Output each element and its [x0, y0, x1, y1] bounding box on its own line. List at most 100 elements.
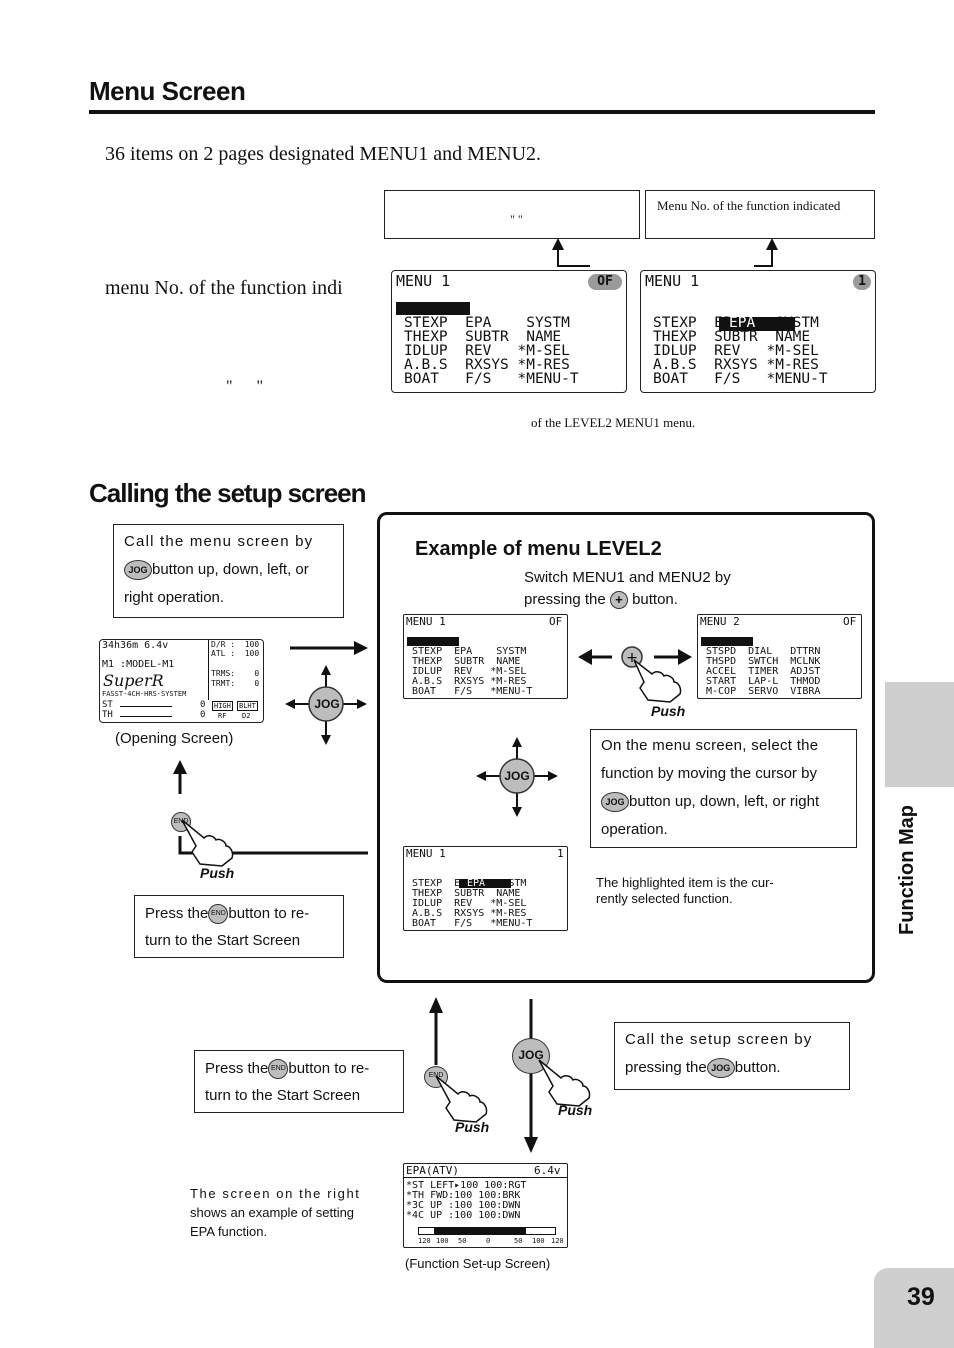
- callout-box-left: " ": [384, 190, 640, 239]
- lcd-cursor-bar: [396, 302, 470, 315]
- lcd-row: IDLUP REV *M-SEL: [412, 666, 527, 677]
- select-line1: On the menu screen, select the: [601, 737, 819, 754]
- lcd-example-selected: MENU 1 1 STEXP EPA SYSTM THEXP SUBTR NAM…: [403, 846, 568, 931]
- call-setup-line2a: pressing the: [625, 1059, 707, 1076]
- select-line4: operation.: [601, 821, 668, 838]
- lcd-atl: ATL : 100: [211, 649, 260, 658]
- hand-pointer-icon: [181, 819, 234, 867]
- hand-pointer-icon: [538, 1059, 591, 1107]
- lcd-menu1-of: MENU 1 OF STEXP EPA SYSTM THEXP SUBTR NA…: [391, 270, 627, 393]
- lcd-row: M-COP SERVO VIBRA: [706, 686, 821, 697]
- jog-button-icon: JOG: [706, 1058, 735, 1079]
- switch-arrows: +: [578, 646, 692, 703]
- lcd-row: IDLUP REV *M-SEL: [653, 343, 819, 359]
- call-setup-line1: Call the setup screen by: [625, 1031, 813, 1048]
- scale-label: 50: [458, 1237, 467, 1245]
- scale-label: 120: [418, 1237, 431, 1245]
- callout-box-right: Menu No. of the function indicated: [645, 190, 875, 239]
- lcd-epa-bar-fill: [434, 1228, 526, 1234]
- lcd-row: BOAT F/S *MENU-T: [404, 371, 579, 387]
- lcd-row: *TH FWD:100 100:BRK: [406, 1190, 521, 1201]
- call-setup-line2b: button.: [734, 1059, 781, 1076]
- left-description: menu No. of the function indi: [105, 277, 343, 299]
- lcd-row: BOAT F/S *MENU-T: [653, 371, 828, 387]
- lcd-row: THEXP SUBTR NAME: [412, 656, 521, 667]
- lcd-badge: OF: [549, 615, 563, 628]
- scale-label: 0: [486, 1237, 491, 1245]
- call-menu-line2: button up, down, left, or: [152, 561, 309, 578]
- lcd-row: STEXP EPA SYSTM: [653, 315, 819, 331]
- lcd-trms: TRMS: 0: [211, 669, 260, 678]
- push-label-jog: Push: [558, 1102, 593, 1118]
- lcd-header: EPA(ATV): [406, 1164, 459, 1177]
- lcd-volt: 6.4v: [534, 1164, 561, 1177]
- scale-label: 100: [436, 1237, 449, 1245]
- lcd-header-line: [404, 1177, 567, 1178]
- jog-cross-middle: [476, 737, 558, 817]
- scale-label: 50: [514, 1237, 523, 1245]
- lcd-row: STEXP EPA SYSTM: [412, 878, 527, 889]
- callout-right-text: Menu No. of the function indicated: [657, 198, 841, 213]
- lcd-highlight-text: EPA: [467, 878, 486, 889]
- lcd-high: HIGH: [212, 701, 233, 711]
- lcd-time-volt: 34h36m 6.4v: [102, 640, 169, 651]
- epa-note-line2: shows an example of setting: [190, 1205, 355, 1220]
- switch-text-2a: pressing the: [524, 591, 606, 608]
- section-title-menu-screen: Menu Screen: [89, 76, 246, 106]
- press-end-text-a: Press the: [145, 905, 209, 922]
- end-button-icon: END: [208, 904, 229, 925]
- lcd-divider: [208, 640, 209, 700]
- left-quote-marks: " ": [226, 378, 264, 395]
- callout-arrows: [552, 238, 778, 267]
- lcd-row: BOAT F/S *MENU-T: [412, 918, 533, 929]
- lcd-highlight-bar: [719, 317, 795, 331]
- lcd-menu1-selected: MENU 1 1 STEXP EPA SYSTM THEXP SUBTR NAM…: [640, 270, 876, 393]
- lcd-header: MENU 1: [645, 272, 700, 290]
- lcd-epa-scale: 120 100 50 0 50 100 120: [418, 1237, 564, 1247]
- lcd-row: THSPD SWTCH MCLNK: [706, 656, 821, 667]
- lcd-trmt: TRMT: 0: [211, 679, 260, 688]
- lcd-row: IDLUP REV *M-SEL: [412, 898, 527, 909]
- scale-label: 120: [551, 1237, 564, 1245]
- lcd-row: STEXP EPA SYSTM: [412, 646, 527, 657]
- lcd-d2: D2: [242, 712, 251, 720]
- press-end-text-b: button to re-: [288, 1060, 370, 1077]
- lcd-badge: OF: [588, 274, 622, 290]
- lcd-blht: BLHT: [237, 701, 258, 711]
- switch-text-2b: button.: [632, 591, 678, 608]
- example-title: Example of menu LEVEL2: [415, 538, 662, 560]
- lcd-row: START LAP-L THMOD: [706, 676, 821, 687]
- lcd-badge: OF: [843, 615, 857, 628]
- lcd-cursor-bar: [701, 637, 753, 646]
- lcd-row: A.B.S RXSYS *M-RES: [404, 357, 570, 373]
- lcd-row: A.B.S RXSYS *M-RES: [653, 357, 819, 373]
- lcd-example-menu1: MENU 1 OF STEXP EPA SYSTM THEXP SUBTR NA…: [403, 614, 568, 699]
- lcd-highlight-text: EPA: [729, 315, 756, 331]
- title-rule: [89, 110, 875, 114]
- lcd-epa-setup: EPA(ATV) 6.4v *ST LEFT▸100 100:RGT *TH F…: [403, 1163, 568, 1248]
- lcd-row: THEXP SUBTR NAME: [404, 329, 562, 345]
- highlighted-line1: The highlighted item is the cur-: [596, 875, 774, 890]
- hand-pointer-icon: [435, 1075, 488, 1123]
- lcd-row: *3C UP :100 100:DWN: [406, 1200, 521, 1211]
- lcd-model: M1 :MODEL-M1: [102, 659, 175, 670]
- intro-text: 36 items on 2 pages designated MENU1 and…: [105, 143, 542, 165]
- side-tab-label: Function Map: [896, 805, 918, 935]
- lcd-row: *4C UP :100 100:DWN: [406, 1210, 521, 1221]
- lcd-row: A.B.S RXSYS *M-RES: [412, 908, 527, 919]
- flow-arrows-left: [173, 641, 368, 855]
- lcd-row: THEXP SUBTR NAME: [412, 888, 521, 899]
- lcd-caption: of the LEVEL2 MENU1 menu.: [531, 415, 696, 430]
- callout-left-quotes: " ": [510, 212, 523, 226]
- lcd-badge: 1: [853, 274, 871, 290]
- lcd-system: FASST-4CH-HRS-SYSTEM: [102, 690, 187, 698]
- push-label-plus: Push: [651, 703, 686, 719]
- lcd-epa-bar-frame: [418, 1227, 556, 1235]
- lcd-logo: SuperR: [103, 671, 164, 690]
- lcd-header: MENU 1: [406, 847, 446, 860]
- epa-note-line1: The screen on the right: [190, 1186, 361, 1201]
- press-end-text-c: turn to the Start Screen: [205, 1087, 361, 1104]
